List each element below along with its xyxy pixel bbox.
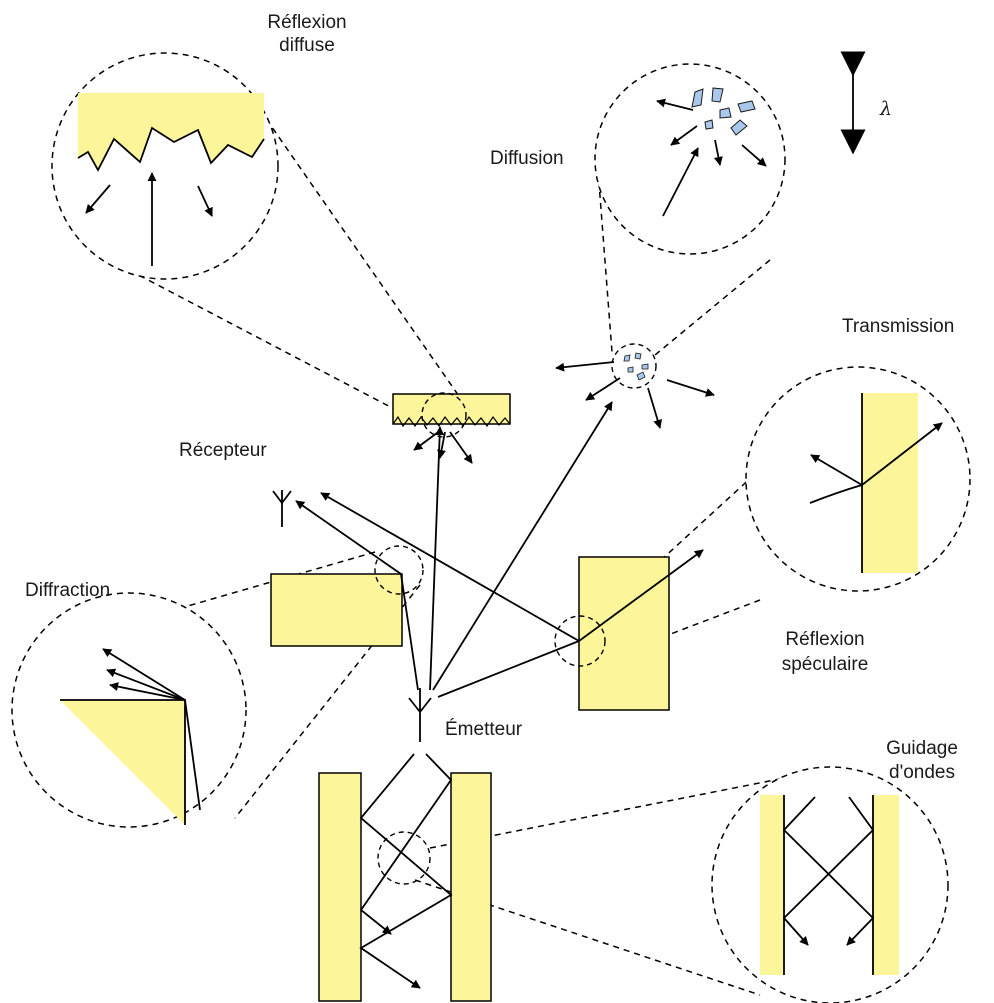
guide-wall <box>760 795 784 975</box>
particle <box>737 100 756 113</box>
scattered-ray <box>85 184 111 214</box>
ray-guided <box>359 753 453 935</box>
zoom-markers <box>374 343 657 885</box>
particle <box>711 87 724 103</box>
particle <box>730 119 748 136</box>
reflected-ray <box>810 454 863 486</box>
ray-scatter-out <box>585 377 621 401</box>
rough-surface <box>78 93 264 170</box>
detail-waveguide <box>711 766 949 1003</box>
wedge <box>60 700 185 825</box>
emitter-antenna <box>408 688 432 742</box>
ray-guided <box>359 753 453 989</box>
ray-scatter-out <box>647 387 662 429</box>
particle <box>634 352 642 360</box>
label-waveguide-1: Guidage <box>886 738 958 759</box>
label-diffraction: Diffraction <box>25 580 111 601</box>
ray-scatter-out <box>666 379 715 397</box>
receiver-antenna <box>272 490 292 527</box>
label-diffuse-reflection-2: diffuse <box>279 35 335 56</box>
connector-diffuse-right <box>259 109 471 413</box>
rough-surface-edge <box>77 126 265 172</box>
diffracted-ray <box>109 682 186 701</box>
zoom-circle <box>745 366 971 592</box>
label-transmission: Transmission <box>842 316 955 337</box>
scattered-ray <box>741 144 767 167</box>
zoom-marker-diffraction <box>374 545 424 595</box>
scattered-ray <box>656 98 694 111</box>
ray-to-specular <box>437 640 580 698</box>
label-waveguide-2: d'ondes <box>889 762 955 783</box>
zoom-marker-specular <box>554 615 606 667</box>
diffuse-surface-block <box>392 393 511 425</box>
rough-edge <box>392 415 511 428</box>
guide-wall <box>873 795 899 975</box>
particle <box>691 88 704 108</box>
zoom-circle <box>594 63 786 255</box>
ray-to-edge <box>400 573 419 691</box>
connector-diffusion-left <box>597 169 613 353</box>
particles <box>691 87 756 136</box>
slab <box>862 393 918 573</box>
obstacles <box>270 393 670 1002</box>
ray-transmitted <box>578 549 704 642</box>
zoom-marker-guide <box>377 831 431 885</box>
ray-rough-scatter <box>413 429 442 451</box>
guide-wall-left <box>318 772 362 1002</box>
incident-ray <box>809 484 863 504</box>
scene-particles <box>623 352 649 381</box>
diffraction-block <box>270 573 403 647</box>
label-diffusion: Diffusion <box>490 148 564 169</box>
diffracted-ray <box>102 648 186 701</box>
zoom-circle <box>711 766 949 1003</box>
connector-diffuse-left <box>109 259 401 413</box>
detail-transmission <box>745 366 971 592</box>
label-wavelength: λ <box>880 98 893 120</box>
particle <box>719 107 732 119</box>
label-specular-reflection-1: Réflexion <box>785 629 865 650</box>
guide-wall-right <box>450 772 492 1002</box>
ray-rough-scatter <box>437 431 446 459</box>
particle <box>623 354 631 362</box>
particle <box>641 363 649 370</box>
zoom-circle <box>51 52 279 280</box>
label-receiver: Récepteur <box>179 440 267 461</box>
incident-ray <box>662 147 699 217</box>
ray-reflected <box>320 492 580 642</box>
ray-scatter-out <box>555 361 615 372</box>
transmitted-ray <box>861 422 943 486</box>
ray-to-scatterers <box>432 401 613 691</box>
particle <box>704 119 714 130</box>
ray-rough-scatter <box>449 431 473 464</box>
detail-diffuse-reflection <box>51 52 279 280</box>
specular-block <box>578 556 670 711</box>
guided-ray <box>782 796 875 946</box>
particle <box>636 371 646 381</box>
diffracted-ray <box>106 668 186 701</box>
label-emitter: Émetteur <box>445 719 523 740</box>
ray-diffracted <box>295 500 402 575</box>
main-rays <box>295 361 715 989</box>
label-specular-reflection-2: spéculaire <box>781 654 869 675</box>
particle <box>627 366 634 373</box>
scattered-ray <box>713 139 723 166</box>
detail-diffusion <box>594 63 786 255</box>
label-diffuse-reflection-1: Réflexion <box>267 12 347 33</box>
scattered-ray <box>670 125 698 146</box>
detail-diffraction <box>11 592 247 828</box>
connector-diffusion-right <box>654 259 771 356</box>
incident-ray <box>184 699 201 811</box>
zoom-marker-diffuse <box>421 392 467 438</box>
zoom-marker-diffusion <box>611 343 657 389</box>
scattered-ray <box>197 185 213 217</box>
